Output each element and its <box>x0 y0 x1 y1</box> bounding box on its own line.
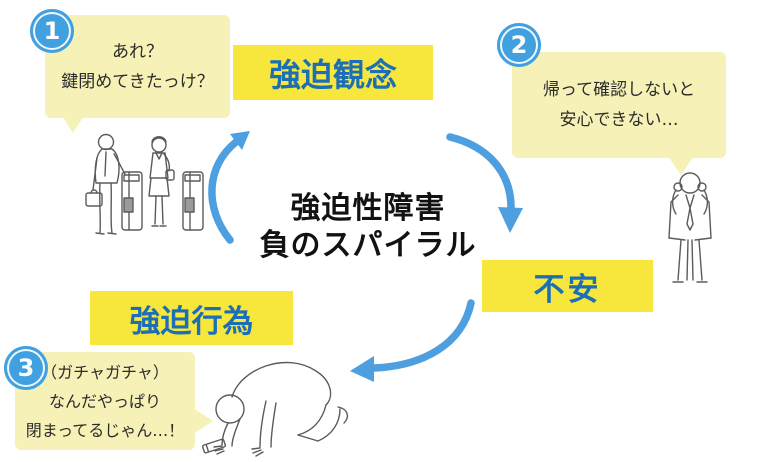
worried-man-illustration <box>668 172 712 283</box>
anxiety-label-text: 不安 <box>533 271 602 308</box>
step-3-bubble-tail <box>193 408 213 434</box>
anxiety-label: 不安 <box>482 260 653 312</box>
obsession-label-text: 強迫観念 <box>268 55 397 94</box>
arrow-down-to-anxiety <box>446 133 515 214</box>
diagram-title-line1: 強迫性障害 <box>290 191 446 226</box>
arrow-left-to-compulsion <box>370 299 475 372</box>
arrow-up-to-obsession <box>208 138 240 244</box>
step-2-number: 2 <box>510 31 528 59</box>
step-1-number: 1 <box>43 17 61 45</box>
step-2-bubble-text: 帰って確認しないと 安心できない… <box>542 80 696 130</box>
step-3-bubble-text: （ガチャガチャ） なんだやっぱり 閉まってるじゃん…！ <box>25 362 185 440</box>
step-3-number: 3 <box>17 354 35 382</box>
crouching-man-illustration <box>201 361 349 457</box>
obsession-label: 強迫観念 <box>233 45 433 100</box>
step-2-speech-bubble: 帰って確認しないと 安心できない… <box>512 52 726 158</box>
step-3-badge: 3 <box>4 346 48 390</box>
arrow-down-head-icon <box>498 207 523 233</box>
compulsion-label-text: 強迫行為 <box>129 303 254 340</box>
step-1-bubble-text: あれ？ 鍵閉めてきたっけ？ <box>61 41 214 92</box>
arrow-left-head-icon <box>350 356 374 382</box>
diagram-title-line2: 負のスパイラル <box>259 228 477 263</box>
ticket-gate-commuters-illustration <box>85 133 204 235</box>
step-1-speech-bubble: あれ？ 鍵閉めてきたっけ？ <box>45 15 230 118</box>
step-1-bubble-tail <box>62 116 84 133</box>
step-1-badge: 1 <box>30 9 74 53</box>
diagram-title: 強迫性障害 負のスパイラル <box>250 190 486 264</box>
step-2-badge: 2 <box>497 23 541 67</box>
step-2-bubble-tail <box>668 156 694 175</box>
compulsion-label: 強迫行為 <box>90 291 293 345</box>
arrow-up-head-icon <box>230 131 250 150</box>
